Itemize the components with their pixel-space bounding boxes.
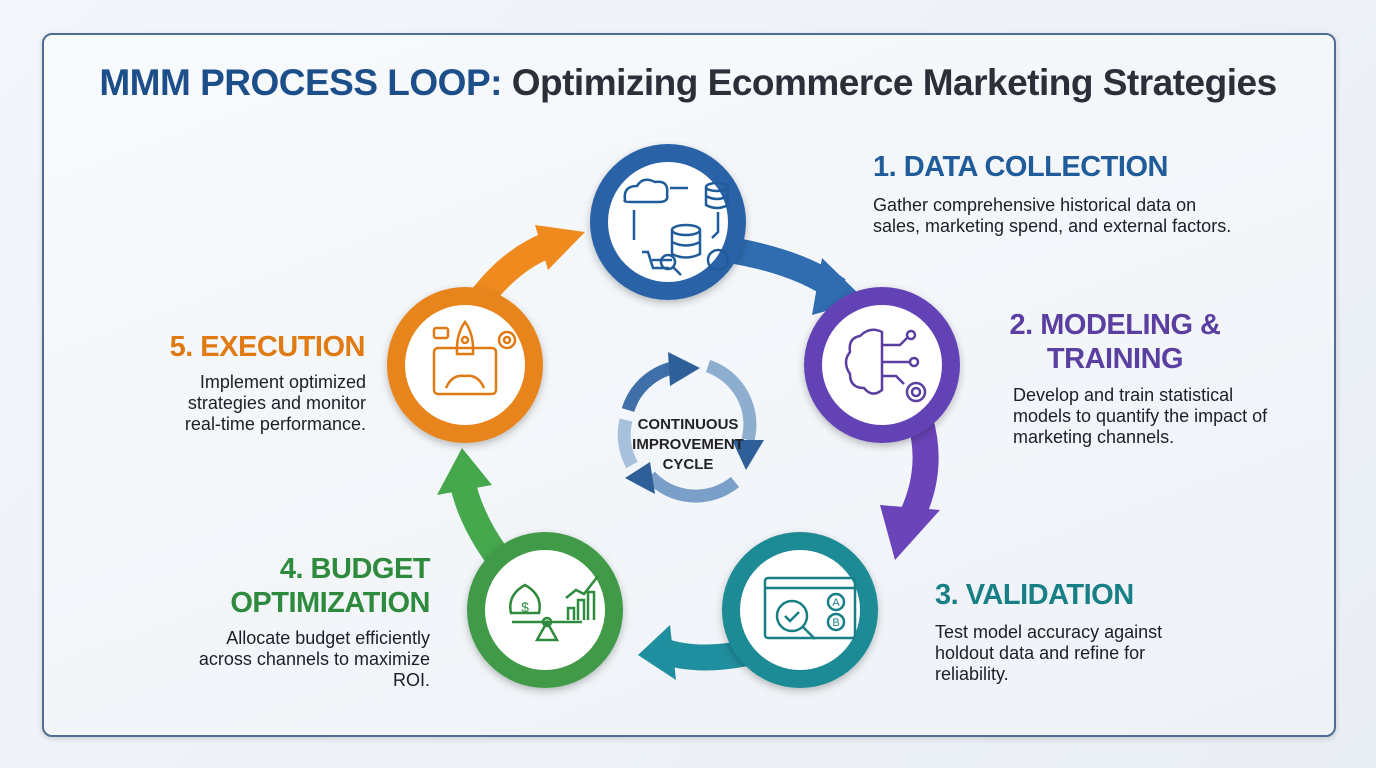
step-2-title: 2. MODELING & TRAINING bbox=[985, 308, 1245, 376]
title-rest: Optimizing Ecommerce Marketing Strategie… bbox=[501, 62, 1277, 103]
brain-circuit-icon bbox=[844, 328, 927, 403]
step-2-circle bbox=[804, 287, 960, 443]
currency-symbol: $ bbox=[521, 599, 529, 615]
center-label-line-1: CONTINUOUS bbox=[637, 416, 739, 433]
step-4-circle: $ bbox=[467, 532, 623, 688]
step-4-description: Allocate budget efficiently across chann… bbox=[198, 628, 430, 690]
step-1-title: 1. DATA COLLECTION bbox=[873, 151, 1168, 183]
step-1-circle bbox=[590, 144, 746, 300]
step-5-description: Implement optimized strategies and monit… bbox=[184, 372, 366, 434]
step-2-title-line-2: TRAINING bbox=[1046, 343, 1184, 375]
step-3-description: Test model accuracy against holdout data… bbox=[935, 622, 1163, 684]
data-sources-icon bbox=[623, 178, 730, 276]
step-4-title: 4. BUDGET OPTIMIZATION bbox=[130, 552, 430, 620]
arrow-5-to-1 bbox=[469, 225, 585, 308]
step-5-title: 5. EXECUTION bbox=[169, 331, 366, 363]
step-1-description: Gather comprehensive historical data on … bbox=[873, 195, 1232, 236]
center-label-line-3: CYCLE bbox=[662, 456, 714, 473]
step-4-title-line-1: 4. BUDGET bbox=[279, 553, 431, 585]
title-highlight: MMM PROCESS LOOP: bbox=[99, 62, 502, 103]
center-label-line-2: IMPROVEMENT bbox=[632, 436, 744, 453]
money-balance-chart-icon bbox=[509, 575, 599, 642]
ab-label-b: B bbox=[832, 617, 839, 629]
ab-label-a: A bbox=[832, 597, 840, 609]
page-title: MMM PROCESS LOOP: Optimizing Ecommerce M… bbox=[0, 62, 1376, 104]
arrow-4-to-5 bbox=[437, 448, 511, 568]
step-2-description: Develop and train statistical models to … bbox=[1013, 385, 1268, 447]
ab-test-check-icon bbox=[763, 576, 857, 640]
step-5-circle bbox=[387, 287, 543, 443]
center-label: CONTINUOUS IMPROVEMENT CYCLE bbox=[608, 415, 768, 475]
step-3-title: 3. VALIDATION bbox=[935, 579, 1134, 611]
step-3-circle: A B bbox=[722, 532, 878, 688]
rocket-launch-icon bbox=[432, 319, 517, 396]
step-2-title-line-1: 2. MODELING & bbox=[1009, 309, 1221, 341]
continuous-cycle-arrows bbox=[617, 352, 764, 503]
step-4-title-line-2: OPTIMIZATION bbox=[230, 587, 430, 619]
